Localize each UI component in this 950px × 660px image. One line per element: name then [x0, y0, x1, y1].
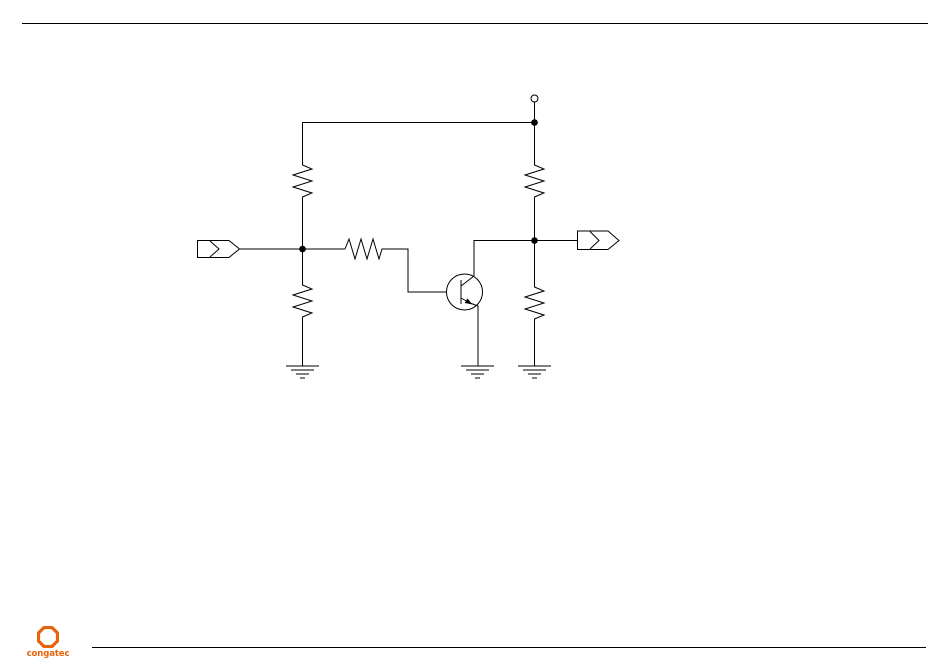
junction-output	[531, 237, 538, 244]
r1-pullup-resistor	[293, 165, 312, 249]
vcc-rail-wire	[303, 123, 535, 166]
vcc-terminal	[531, 95, 538, 123]
ground-right	[518, 366, 551, 378]
output-port	[578, 231, 620, 250]
ground-left	[286, 366, 319, 378]
junction-vcc	[531, 119, 538, 126]
congatec-logo-icon	[37, 626, 59, 648]
r3-base-resistor	[345, 239, 447, 292]
r2-pulldown-resistor	[293, 249, 312, 366]
footer-rule	[92, 647, 926, 648]
congatec-logo: congatec	[20, 626, 76, 660]
emitter-wire	[470, 303, 478, 366]
junction-input	[299, 246, 306, 253]
r4-collector-resistor	[525, 123, 544, 241]
collector-wire	[474, 241, 577, 277]
r5-output-pulldown-resistor	[525, 241, 544, 367]
q1-npn-transistor	[447, 274, 483, 310]
ground-middle	[461, 366, 494, 378]
input-port	[198, 241, 240, 258]
brand-name: congatec	[20, 649, 76, 659]
